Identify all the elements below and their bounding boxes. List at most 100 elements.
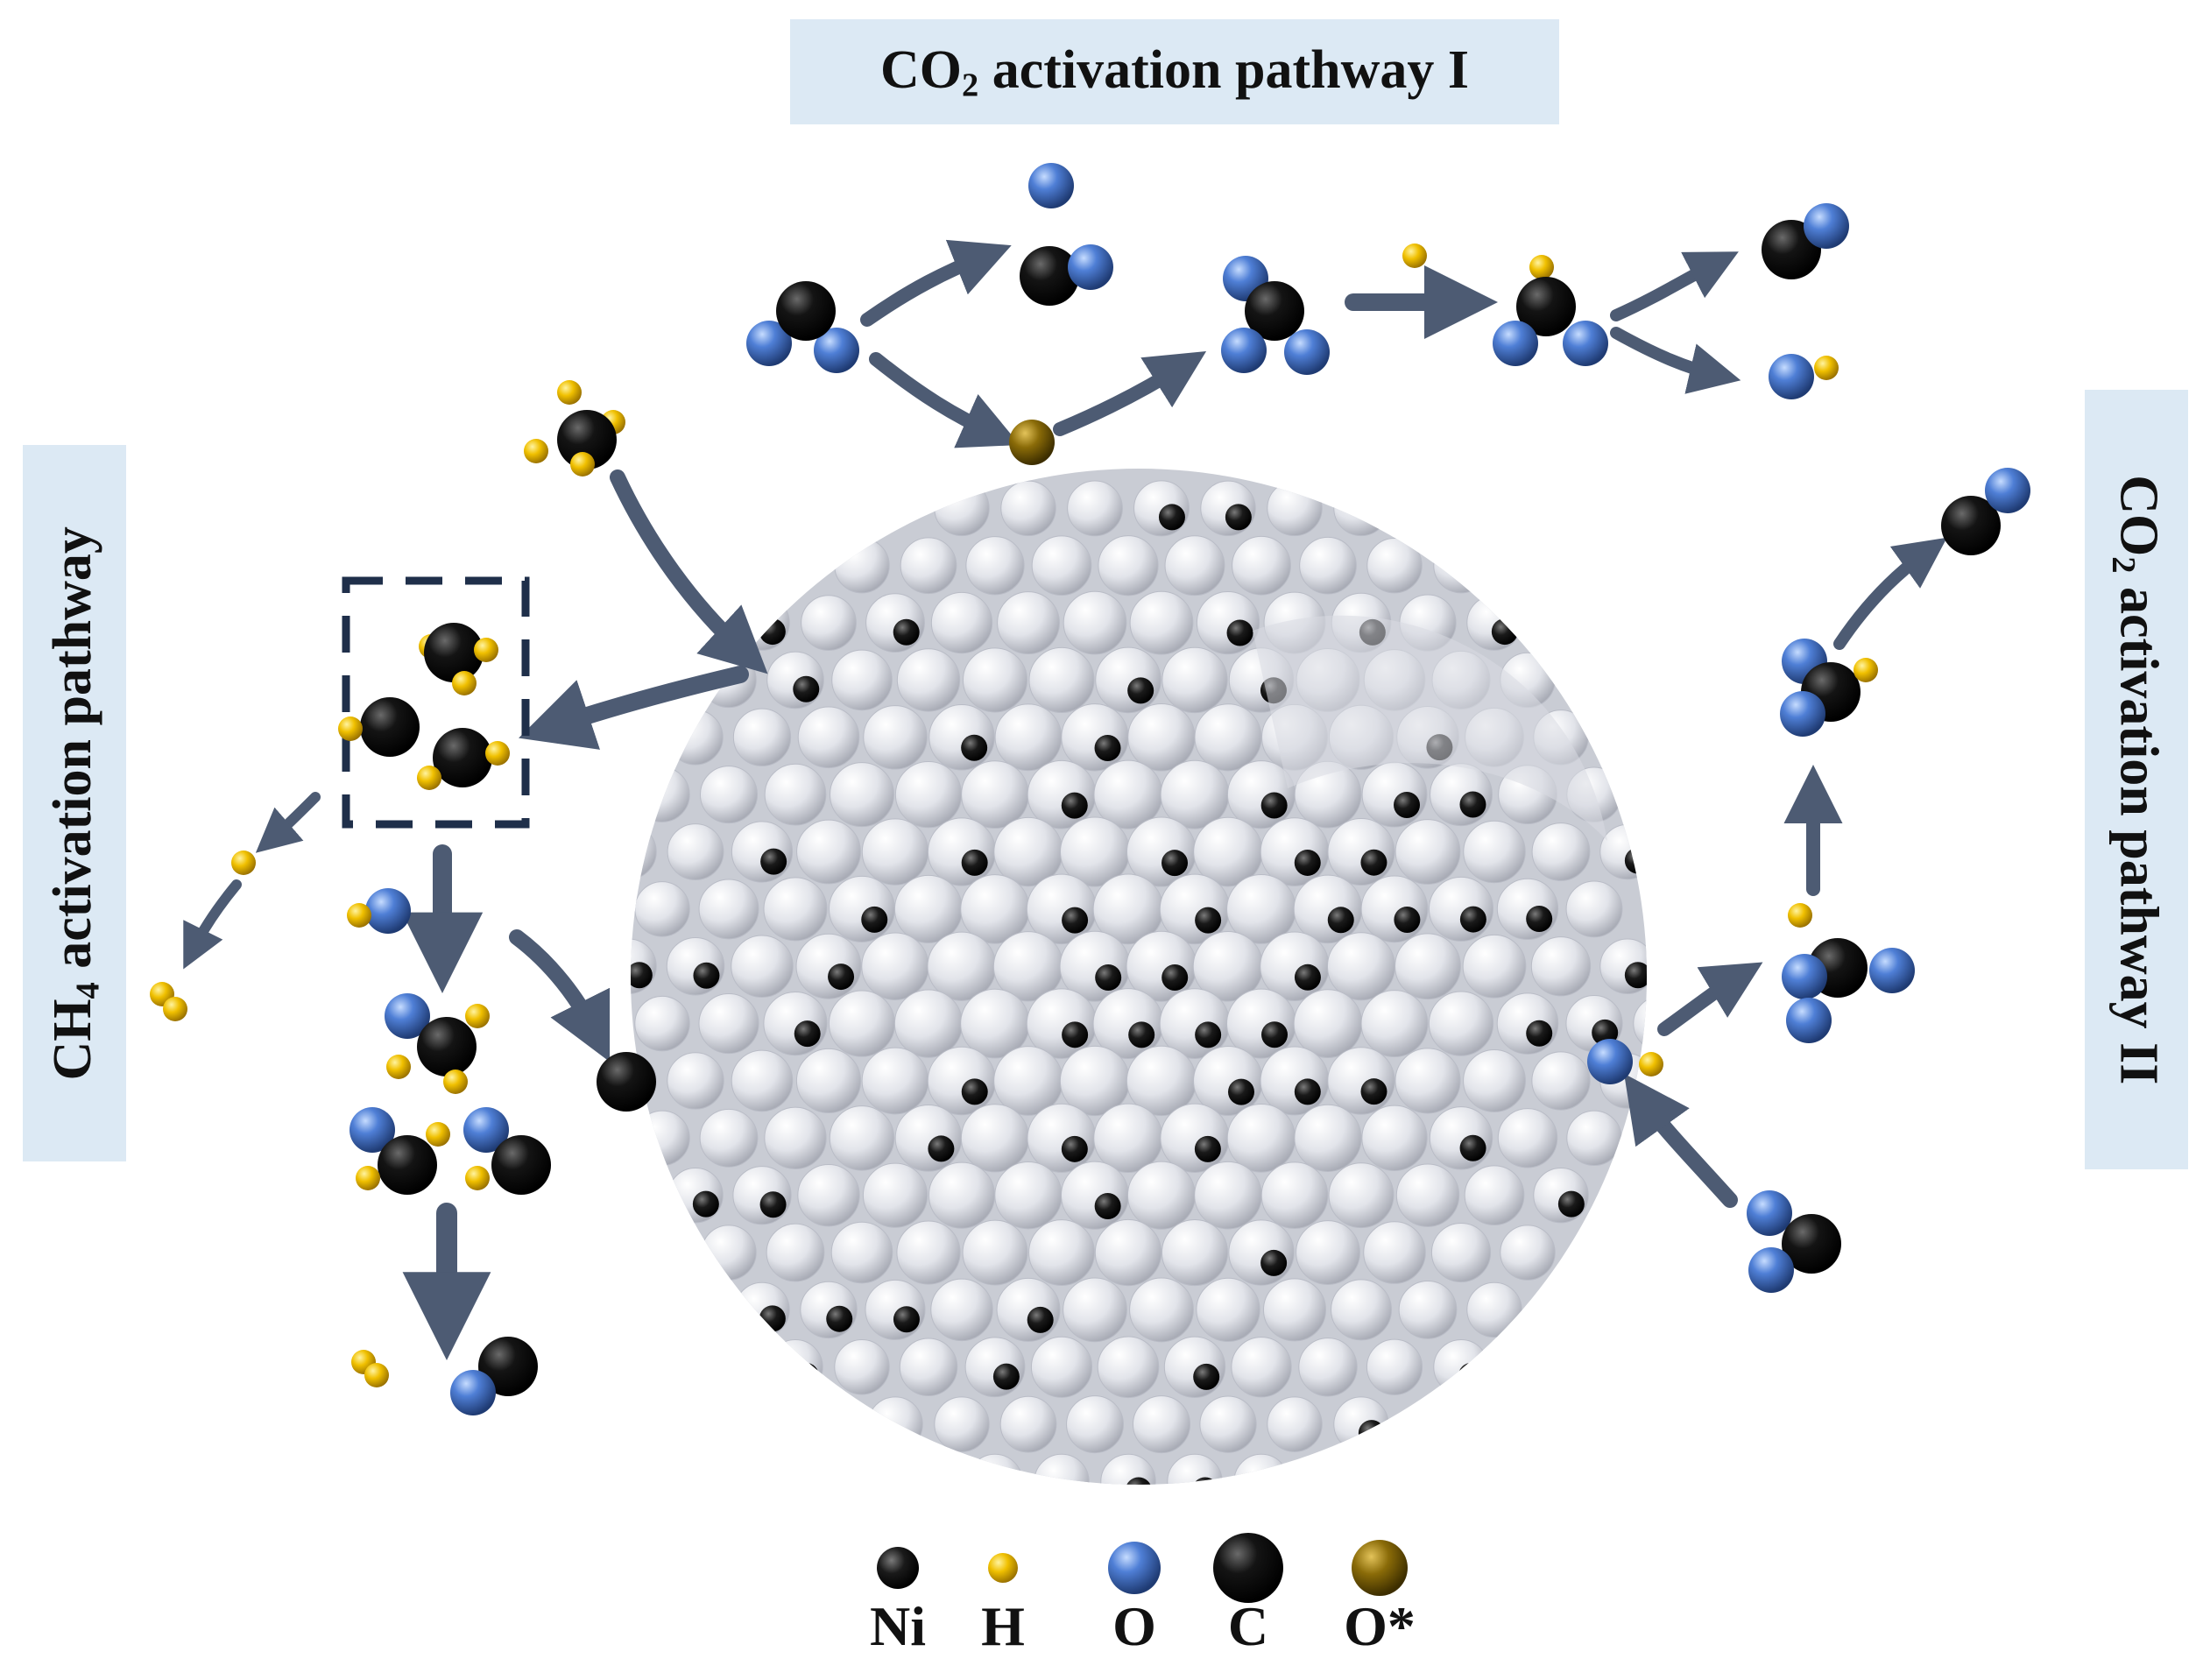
ni-cluster-sphere xyxy=(1428,991,1494,1056)
surface-ni-atom xyxy=(1491,618,1518,646)
arrow-h-to-h2 xyxy=(183,879,242,970)
arrow-co2-to-oh-site xyxy=(1624,1073,1738,1208)
ni-cluster-sphere xyxy=(1299,536,1357,595)
ni-cluster-sphere xyxy=(764,1106,827,1169)
surface-ni-atom xyxy=(893,1306,920,1333)
ni-cluster-sphere xyxy=(996,1277,1061,1342)
ni-cluster-sphere xyxy=(1333,480,1389,537)
ni-cluster-sphere xyxy=(1163,1336,1226,1398)
c-atom xyxy=(424,623,484,682)
ni-cluster-sphere xyxy=(797,706,860,769)
ni-cluster-sphere xyxy=(927,817,997,886)
cooh-intermediate xyxy=(1780,639,1878,737)
ni-cluster-sphere xyxy=(1127,703,1196,772)
h-atom xyxy=(417,766,441,790)
surface-ni-atom xyxy=(1027,1306,1054,1333)
h-atom xyxy=(386,1055,411,1079)
c-atom xyxy=(1020,246,1079,306)
ni-cluster-sphere xyxy=(929,704,995,771)
ni-cluster-sphere xyxy=(634,1110,690,1167)
ni-cluster-sphere xyxy=(1326,932,1396,1001)
surface-ni-atom xyxy=(961,1078,988,1105)
o-atom xyxy=(814,328,859,373)
surface-ni-atom xyxy=(826,1305,853,1332)
h-atom xyxy=(1639,1052,1663,1076)
ni-cluster-sphere xyxy=(1430,1222,1492,1283)
ni-cluster-sphere xyxy=(934,1396,990,1452)
ni-cluster-sphere xyxy=(1333,1396,1389,1452)
surface-ni-atom xyxy=(1260,1249,1288,1276)
h-atom xyxy=(557,380,582,405)
ni-cluster-sphere xyxy=(1194,1161,1262,1230)
surface-ni-atom xyxy=(1459,1134,1486,1161)
h-atom xyxy=(443,1069,468,1094)
surface-ni-atom xyxy=(759,1191,787,1218)
o-atom xyxy=(1563,321,1608,366)
c-atom xyxy=(491,1135,551,1195)
ni-cluster-sphere xyxy=(867,1396,923,1452)
ni-cluster-sphere xyxy=(631,823,657,880)
ni-cluster-sphere xyxy=(928,1161,996,1229)
ni-cluster-sphere xyxy=(1331,1279,1392,1341)
c-atom xyxy=(776,281,836,341)
ni-cluster-sphere xyxy=(1466,1281,1522,1338)
ni-cluster-sphere xyxy=(962,1219,1028,1286)
ni-cluster-sphere xyxy=(1599,823,1647,880)
o-atom xyxy=(1748,1247,1794,1293)
ni-cluster-sphere xyxy=(731,821,794,883)
surface-ni-atom xyxy=(1394,906,1421,933)
ni-cluster-sphere xyxy=(834,538,890,594)
ch3-fragment xyxy=(419,623,498,695)
ni-cluster-sphere xyxy=(1366,538,1423,594)
co3-intermediate xyxy=(1221,256,1330,375)
c-atom xyxy=(1941,496,2001,555)
co-product-pathway-1 xyxy=(1020,244,1113,306)
ni-cluster-sphere xyxy=(828,990,896,1057)
surface-ni-atom xyxy=(1358,1420,1385,1447)
ni-cluster-sphere xyxy=(1100,1453,1156,1485)
o-atom xyxy=(1780,691,1825,737)
h-atom xyxy=(231,851,256,875)
ch4-reactant xyxy=(524,380,625,476)
ni-cluster-sphere xyxy=(1293,989,1363,1058)
atom-legend xyxy=(877,1533,1408,1603)
o-atom xyxy=(463,1107,509,1153)
ni-cluster-sphere xyxy=(1530,936,1592,997)
ni-cluster-sphere xyxy=(1496,878,1559,941)
ni-cluster-sphere xyxy=(1231,1337,1292,1398)
ni-cluster-sphere xyxy=(1327,817,1395,886)
ni-cluster-sphere xyxy=(1028,646,1095,713)
c-fragment xyxy=(338,697,420,757)
ni-cluster-sphere xyxy=(861,1047,929,1115)
surface-ni-atom xyxy=(1459,791,1486,818)
o-atom xyxy=(1869,948,1915,993)
surface-ni-atom xyxy=(1458,1362,1485,1389)
ni-cluster-sphere xyxy=(1028,1219,1095,1286)
arrow-oh-to-c xyxy=(509,929,611,1062)
legend-label-c: C xyxy=(1227,1595,1269,1657)
ni-cluster-sphere xyxy=(1360,875,1429,943)
h-atom xyxy=(426,1122,450,1147)
ni-cluster-sphere xyxy=(1398,1281,1458,1339)
o-atom xyxy=(365,888,411,934)
ni-cluster-sphere xyxy=(766,1223,825,1282)
surface-ni-atom xyxy=(1294,849,1321,876)
ni-cluster-sphere xyxy=(1361,761,1428,828)
ni-cluster-sphere xyxy=(1428,876,1494,942)
arrow-oh-to-hco3 xyxy=(1657,962,1763,1036)
ni-cluster-sphere xyxy=(1097,1336,1160,1399)
surface-ni-atom xyxy=(1459,906,1486,933)
arrow-ch4-adsorb xyxy=(610,469,768,674)
ni-cluster-sphere xyxy=(1226,1104,1296,1173)
ni-cluster-sphere xyxy=(894,1104,963,1172)
o-atom-product-pathway-1 xyxy=(1028,163,1074,208)
ni-cluster-sphere xyxy=(1298,1338,1358,1397)
surface-ni-atom xyxy=(631,962,653,989)
c-atom xyxy=(557,410,617,469)
ni-cluster-sphere xyxy=(829,1105,895,1171)
surface-ni-atom xyxy=(793,675,820,702)
ni-cluster-sphere xyxy=(1429,1106,1493,1170)
arrow-hco3-to-co xyxy=(1610,251,1739,321)
legend-ni-atom xyxy=(877,1547,919,1589)
